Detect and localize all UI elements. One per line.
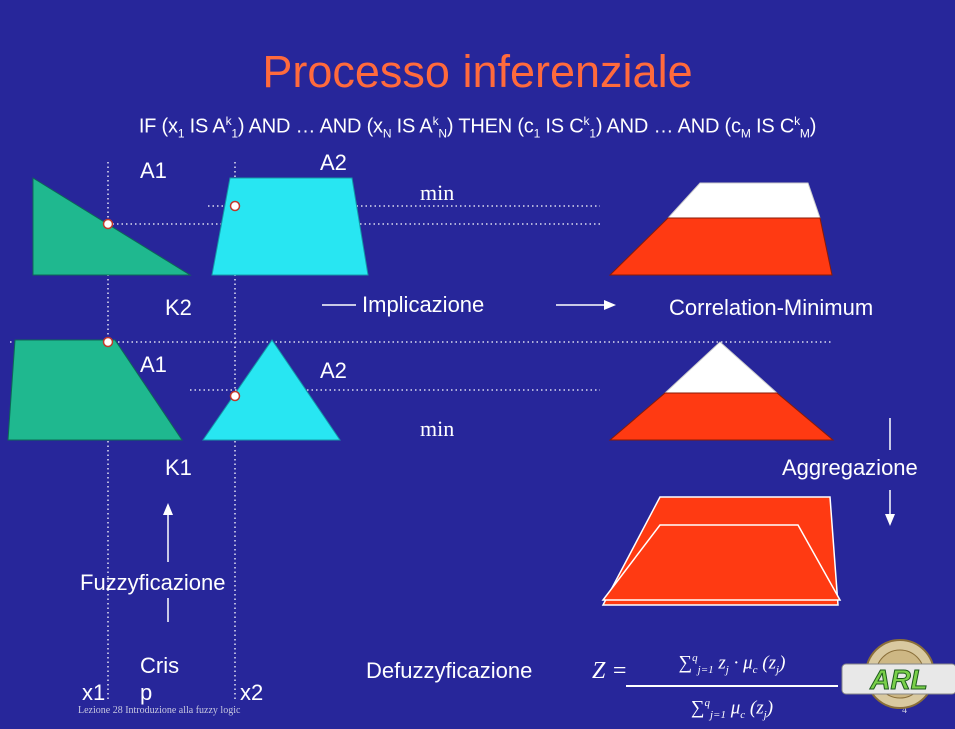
fuzzy-set-a2-rule-k1 xyxy=(202,339,341,441)
implicazione-arrowhead xyxy=(604,300,616,310)
aggregated-output-front xyxy=(601,524,842,601)
formula-denominator: ∑qj=1 μc (zj) xyxy=(690,697,774,722)
consequent-k1-clipped xyxy=(608,392,835,441)
label-k1: K1 xyxy=(165,455,192,480)
consequent-k2-white-part xyxy=(666,182,821,219)
fuzzyficazione-arrowhead xyxy=(163,503,173,515)
label-defuzzyficazione: Defuzzyficazione xyxy=(366,658,533,683)
inference-rule: IF (x1 IS Ak1) AND … AND (xN IS AkN) THE… xyxy=(138,114,817,141)
formula-lhs: Z = xyxy=(592,658,628,684)
label-crisp-line2: p xyxy=(140,680,153,705)
membership-point-x1-a1-k2 xyxy=(102,218,114,230)
formula-fraction-bar xyxy=(626,685,838,688)
fuzzy-set-a2-rule-k2 xyxy=(211,177,369,276)
page-number: 4 xyxy=(902,705,907,716)
footer-text: Lezione 28 Introduzione alla fuzzy logic xyxy=(78,705,241,716)
label-min-bottom: min xyxy=(420,416,455,441)
label-crisp-line1: Cris xyxy=(140,653,180,678)
defuzzification-formula: Z = ∑qj=1 zj · μc (zj) ∑qj=1 μc (zj) xyxy=(592,643,844,721)
label-k2: K2 xyxy=(165,295,192,320)
consequent-k2-clipped xyxy=(608,217,833,276)
formula-numerator: ∑qj=1 zj · μc (zj) xyxy=(678,652,786,677)
label-fuzzyficazione: Fuzzyficazione xyxy=(80,570,226,595)
label-x2: x2 xyxy=(240,680,264,705)
label-x1: x1 xyxy=(82,680,106,705)
label-a2-bottom: A2 xyxy=(320,358,347,383)
logo-arl-text: ARL xyxy=(869,664,928,695)
label-a1-top: A1 xyxy=(140,158,167,183)
fuzzy-set-a1-rule-k1 xyxy=(7,339,183,441)
membership-point-x1-a1-k1 xyxy=(102,336,114,348)
slide-title: Processo inferenziale xyxy=(262,46,693,97)
label-a2-top: A2 xyxy=(320,150,347,175)
aggregazione-arrowhead xyxy=(885,514,895,526)
label-min-top: min xyxy=(420,180,455,205)
label-correlation-minimum: Correlation-Minimum xyxy=(669,295,874,320)
label-aggregazione: Aggregazione xyxy=(782,455,918,480)
label-a1-bottom: A1 xyxy=(140,352,167,377)
membership-point-x2-a2-k2 xyxy=(229,200,241,212)
arl-university-logo: ARL xyxy=(841,639,955,709)
formula-fraction: ∑qj=1 zj · μc (zj) ∑qj=1 μc (zj) xyxy=(626,643,838,729)
label-implicazione: Implicazione xyxy=(362,292,485,317)
consequent-k1-white-part xyxy=(663,341,779,394)
membership-point-x2-a2-k1 xyxy=(229,390,241,402)
